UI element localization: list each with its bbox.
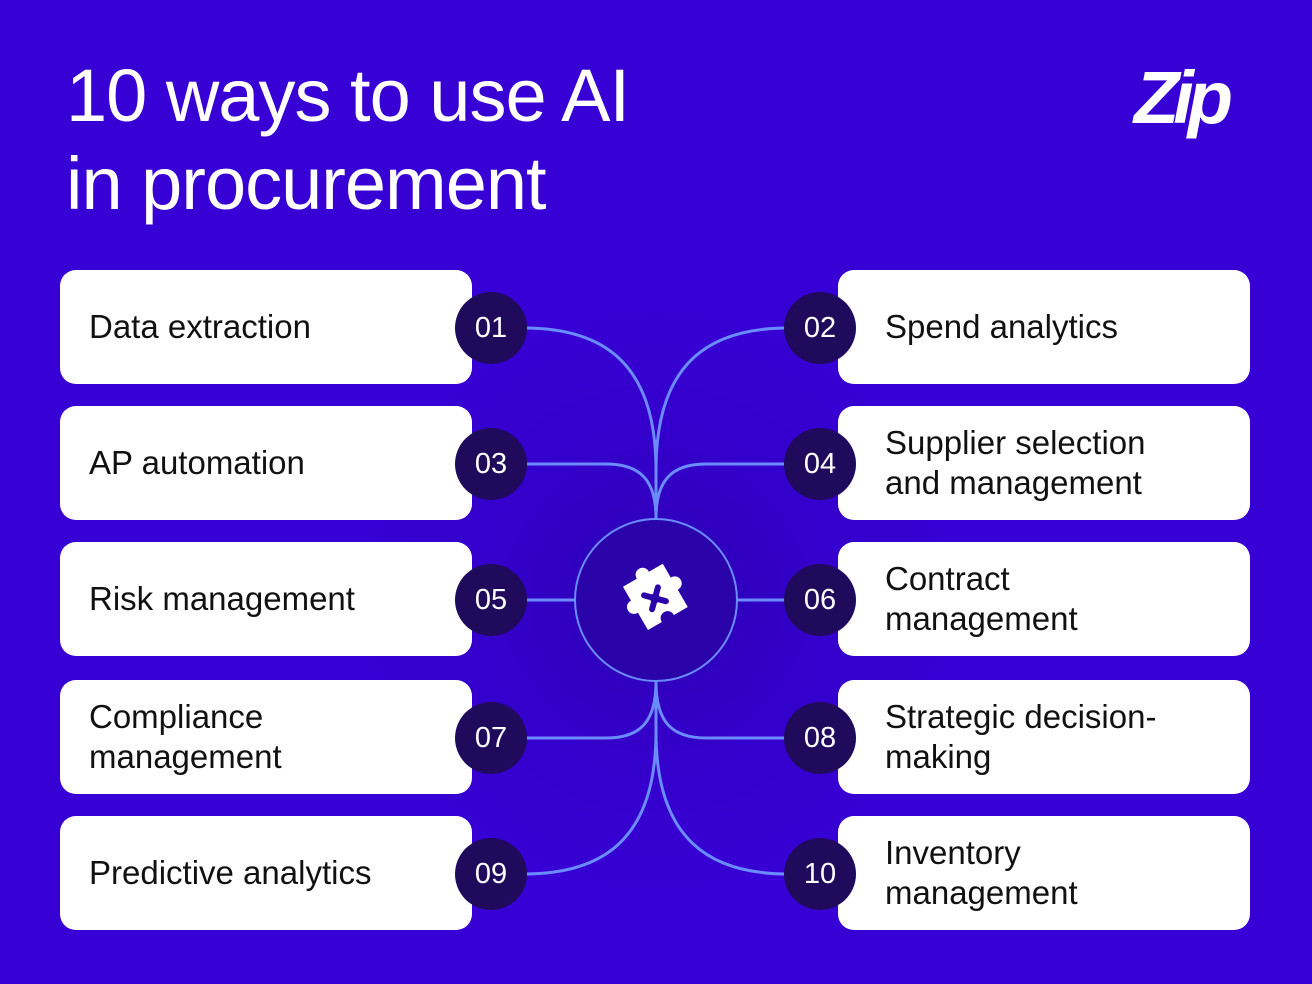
badge-item-02: 02 — [784, 292, 856, 364]
card-label: Risk management — [89, 580, 355, 617]
card-label: Supplier selection and management — [885, 424, 1146, 501]
badge-item-10: 10 — [784, 838, 856, 910]
card-item-04: Supplier selection and management — [838, 406, 1250, 520]
ai-hub — [574, 518, 738, 682]
badge-item-05: 05 — [455, 564, 527, 636]
badge-item-09: 09 — [455, 838, 527, 910]
zip-logo: Zip — [1134, 56, 1233, 139]
card-label: Spend analytics — [885, 308, 1118, 345]
badge-item-06: 06 — [784, 564, 856, 636]
badge-item-01: 01 — [455, 292, 527, 364]
card-item-01: Data extraction — [60, 270, 472, 384]
badge-item-08: 08 — [784, 702, 856, 774]
puzzle-piece-icon — [622, 563, 688, 631]
card-item-07: Compliance management — [60, 680, 472, 794]
badge-item-07: 07 — [455, 702, 527, 774]
card-item-10: Inventory management — [838, 816, 1250, 930]
title-line-1: 10 ways to use AI — [66, 54, 630, 137]
connector-07 — [524, 681, 658, 740]
connector-08 — [654, 681, 788, 740]
card-label: Contract management — [885, 560, 1078, 637]
connector-04 — [654, 462, 788, 519]
connector-09 — [523, 682, 658, 876]
badge-item-03: 03 — [455, 428, 527, 500]
card-label: Strategic decision-making — [885, 698, 1157, 775]
card-item-05: Risk management — [60, 542, 472, 656]
card-item-09: Predictive analytics — [60, 816, 472, 930]
card-item-08: Strategic decision-making — [838, 680, 1250, 794]
card-item-02: Spend analytics — [838, 270, 1250, 384]
card-label: Compliance management — [89, 698, 282, 775]
title-line-2: in procurement — [66, 142, 547, 225]
connector-01 — [523, 326, 658, 518]
connector-02 — [654, 326, 789, 471]
card-label: Data extraction — [89, 308, 311, 345]
card-item-06: Contract management — [838, 542, 1250, 656]
card-item-03: AP automation — [60, 406, 472, 520]
card-label: Predictive analytics — [89, 854, 372, 891]
connector-10 — [654, 731, 789, 876]
connector-03 — [524, 462, 658, 519]
page-title: 10 ways to use AI in procurement — [66, 52, 630, 228]
card-label: AP automation — [89, 444, 305, 481]
card-label: Inventory management — [885, 834, 1078, 911]
badge-item-04: 04 — [784, 428, 856, 500]
